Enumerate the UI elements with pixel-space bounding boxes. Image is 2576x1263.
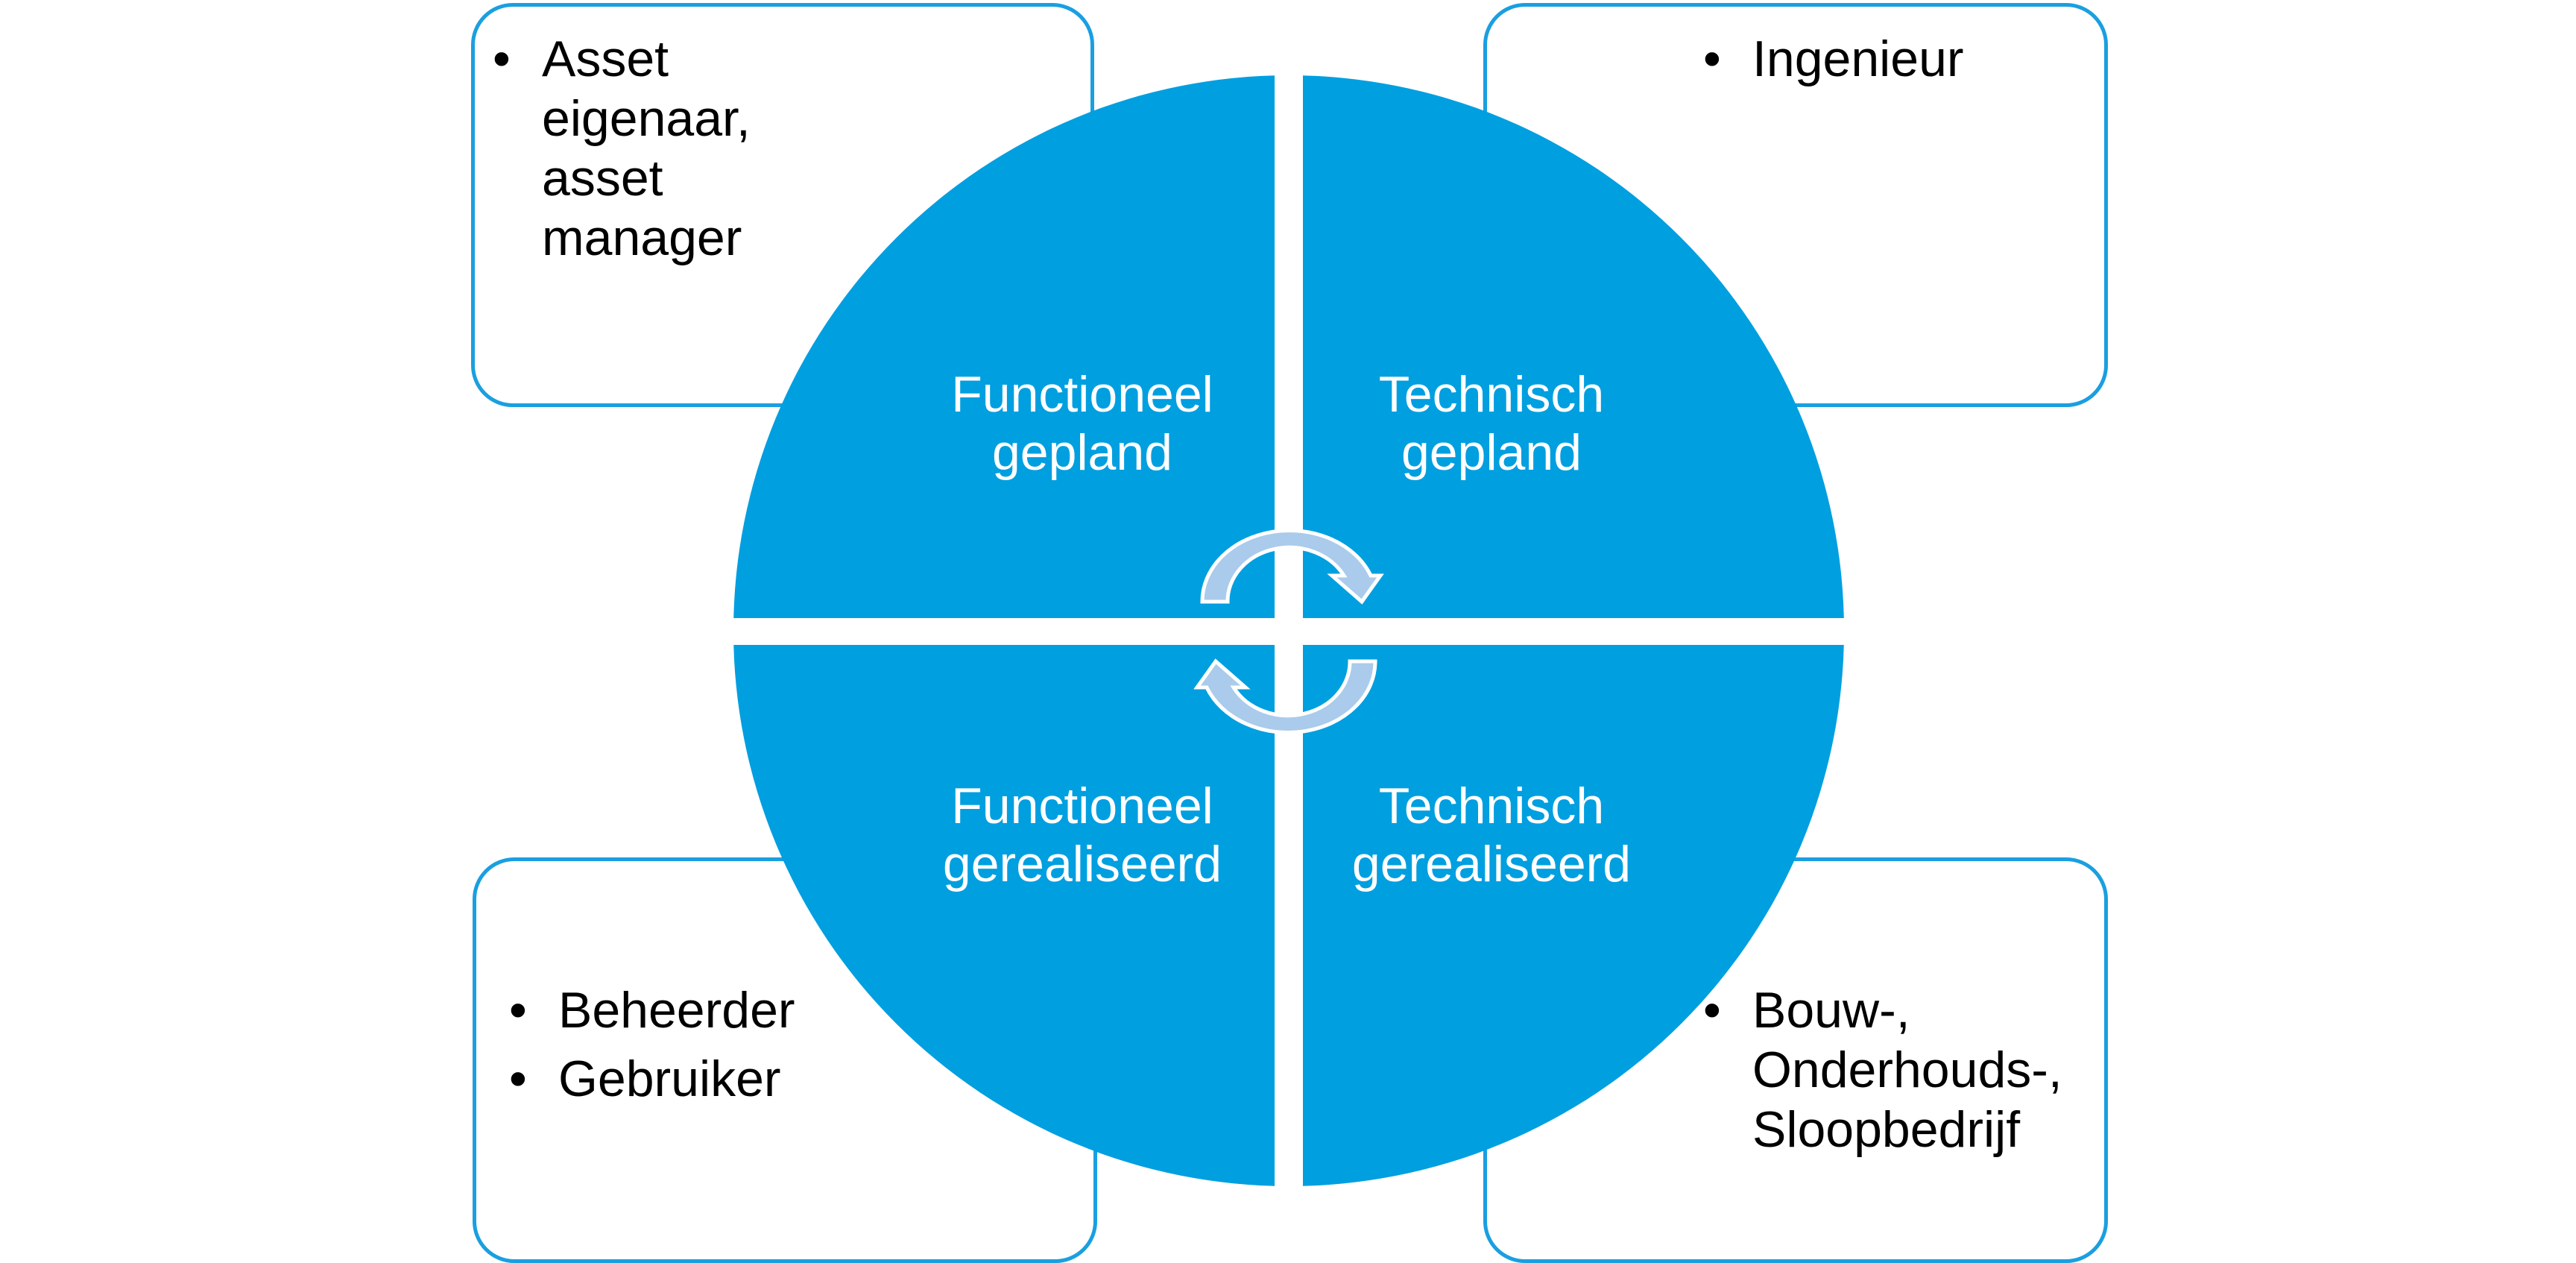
role-item: •Asset eigenaar, asset manager [493, 31, 751, 266]
quadrant-label-technisch-gerealiseerd: Technisch gerealiseerd [1351, 778, 1632, 892]
bullet-icon: • [493, 31, 511, 87]
bullet-icon: • [1703, 31, 1721, 87]
quadrant-top-left [733, 75, 1275, 618]
cycle-arrow-top-icon [1200, 529, 1384, 605]
quadrant-label-functioneel-gerealiseerd: Functioneel gerealiseerd [942, 778, 1222, 892]
bullet-icon: • [509, 982, 527, 1039]
bullet-icon: • [1703, 982, 1721, 1039]
quadrant-label-functioneel-gepland: Functioneel gepland [951, 366, 1213, 481]
role-item: •Beheerder [509, 982, 795, 1039]
role-item: •Ingenieur [1703, 31, 1964, 87]
quadrant-bottom-left [733, 645, 1275, 1186]
bullet-icon: • [509, 1051, 527, 1107]
role-item: •Bouw-, Onderhouds-, Sloopbedrijf [1703, 982, 2062, 1158]
quadrant-bottom-right [1303, 645, 1844, 1186]
role-item: •Gebruiker [509, 1051, 781, 1107]
quadrant-label-technisch-gepland: Technisch gepland [1378, 366, 1605, 481]
cycle-arrow-bottom-icon [1193, 658, 1377, 734]
quadrant-top-right [1303, 75, 1844, 618]
